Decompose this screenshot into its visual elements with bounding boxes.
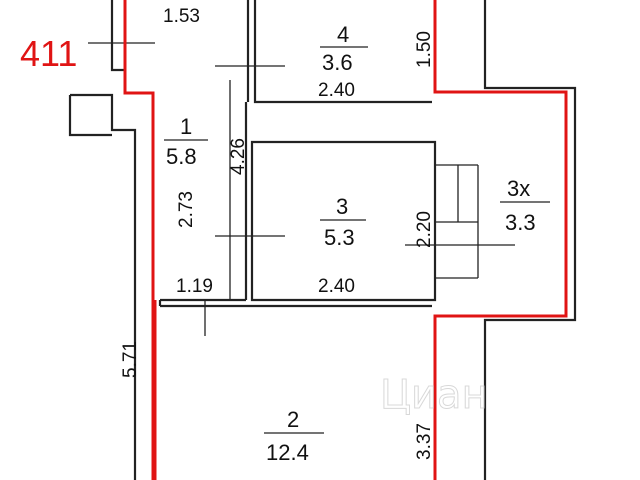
room-number: 4 [337, 22, 349, 47]
watermark: Циан [380, 372, 488, 418]
dimension-lines [88, 42, 515, 336]
room-area: 5.8 [166, 144, 197, 169]
room-number: 1 [180, 114, 192, 139]
dimension-label: 1.19 [176, 276, 213, 297]
dimension-label: 1.50 [414, 31, 435, 68]
stair-hatch [435, 164, 479, 279]
room-area: 3.3 [505, 210, 536, 235]
dimension-label: 2.40 [318, 276, 355, 297]
interior-walls [158, 0, 437, 308]
room-number: 2 [287, 407, 299, 432]
room-area: 12.4 [266, 440, 309, 465]
room-number: 3x [507, 176, 530, 201]
dimension-label: 4.26 [228, 138, 249, 175]
outer-walls [68, 0, 577, 480]
apartment-number: 411 [20, 33, 77, 74]
room-area: 3.6 [322, 50, 353, 75]
apartment-boundary [123, 0, 568, 480]
room-area: 5.3 [324, 225, 355, 250]
dimension-label: 1.53 [163, 6, 200, 27]
dimension-label: 2.40 [318, 80, 355, 101]
dimension-label: 5.71 [120, 341, 141, 378]
dimension-label: 3.37 [414, 423, 435, 460]
dimension-label: 2.73 [176, 191, 197, 228]
room-number: 3 [336, 194, 348, 219]
dimension-label: 2.20 [414, 211, 435, 248]
